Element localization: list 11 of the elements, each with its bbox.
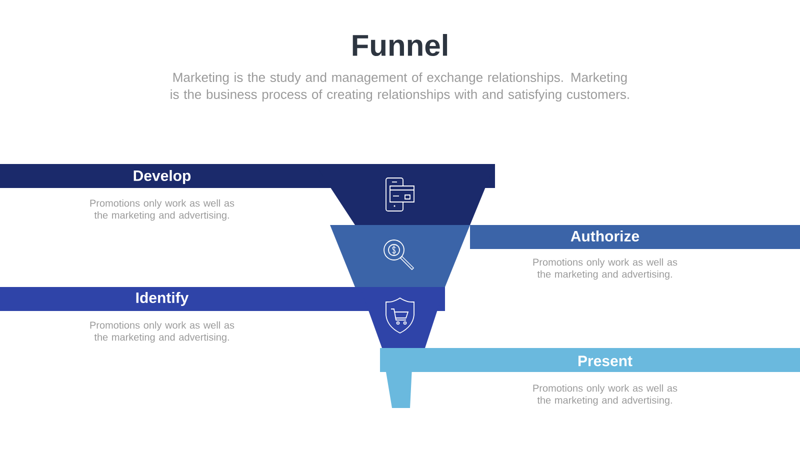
funnel-band: Develop Promotions only work as well as the marketing and advertising. (0, 164, 495, 225)
title: Funnel (352, 34, 448, 56)
node-label: Promotions only work as well as the marketing and advertising. (533, 384, 678, 406)
node-label: Promotions only work as well as the marketing and advertising. (533, 258, 678, 280)
funnel-band: Present Promotions only work as well as the marketing and advertising. (380, 348, 800, 408)
node-label: Promotions only work as well as the marketing and advertising. (90, 199, 234, 221)
subtitle: Marketing is the study and management of exchange relationships. Marketing is the business process of creating relationships with and satisfying customers. (170, 72, 629, 102)
node-label: Authorize (570, 230, 640, 242)
funnel-band: Identify Promotions only work as well as the marketing and advertising. (0, 287, 445, 348)
funnel-band: Authorize Promotions only work as well as the marketing and advertising. (330, 225, 800, 287)
node-label: Promotions only work as well as the marketing and advertising. (90, 321, 234, 343)
